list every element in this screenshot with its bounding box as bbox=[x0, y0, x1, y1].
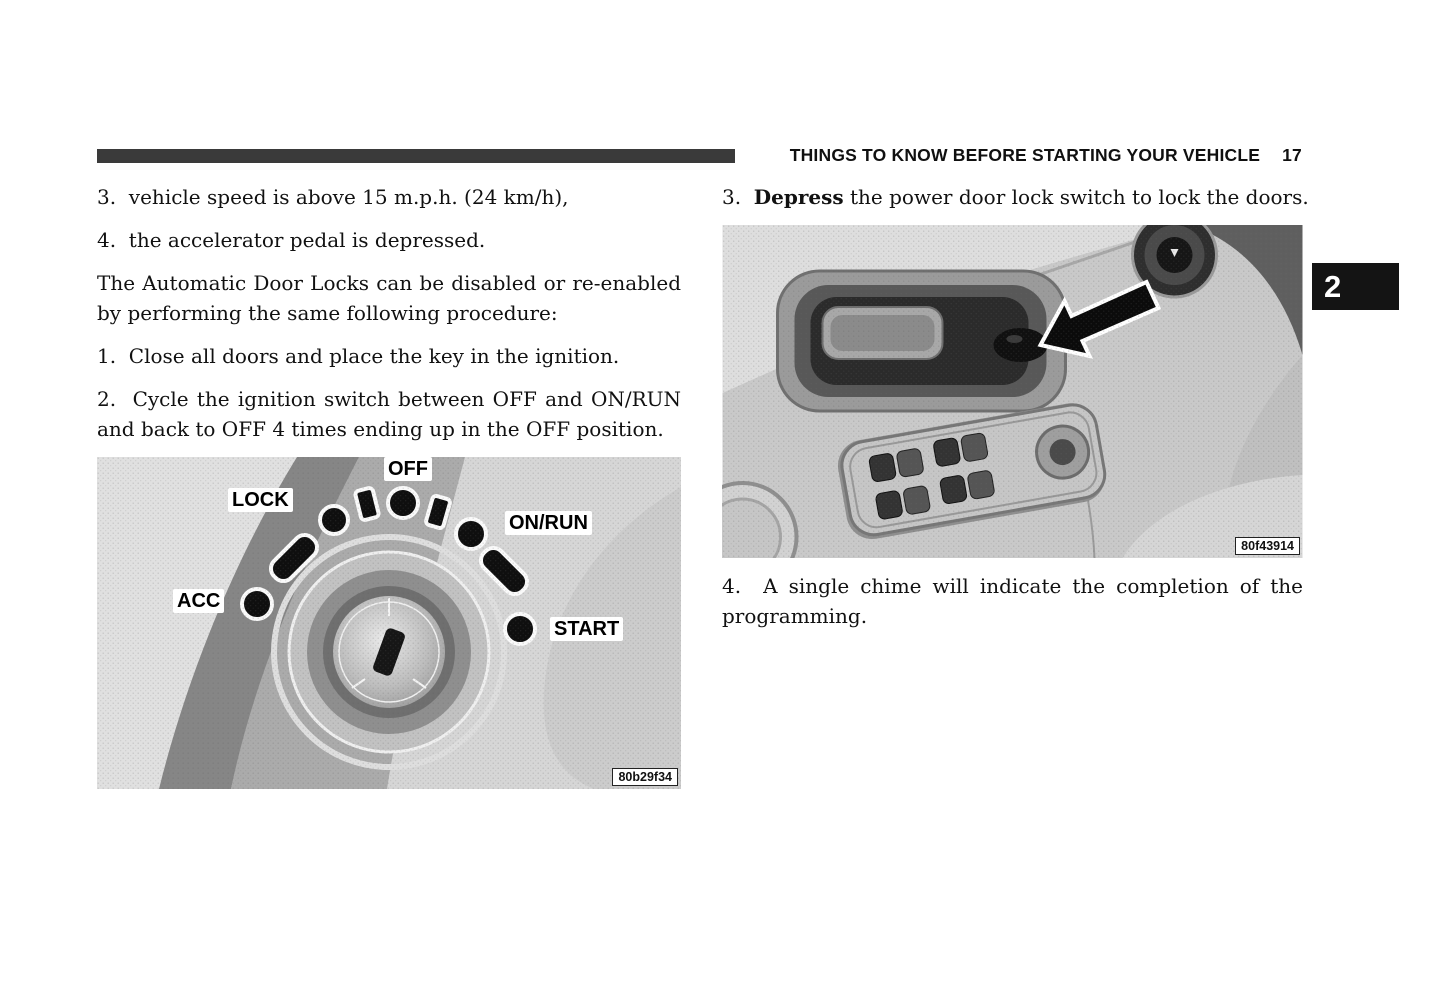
procedure-step-4: 4. A single chime will indicate the comp… bbox=[722, 574, 1303, 628]
list-item-3: 3. vehicle speed is above 15 m.p.h. (24 … bbox=[97, 185, 569, 209]
list-item-4: 4. the accelerator pedal is depressed. bbox=[97, 228, 486, 252]
label-lock: LOCK bbox=[228, 488, 293, 512]
page-header: THINGS TO KNOW BEFORE STARTING YOUR VEHI… bbox=[600, 145, 1302, 166]
left-column: 3. vehicle speed is above 15 m.p.h. (24 … bbox=[97, 182, 681, 789]
ignition-switch-figure: OFF LOCK ON/RUN ACC START 80b29f34 bbox=[97, 457, 681, 789]
step-3-text: the power door lock switch to lock the d… bbox=[843, 185, 1309, 209]
header-rule bbox=[97, 149, 735, 163]
figure-code: 80b29f34 bbox=[612, 768, 678, 786]
label-acc: ACC bbox=[173, 589, 225, 613]
figure-code: 80f43914 bbox=[1235, 537, 1300, 555]
section-tab: 2 bbox=[1312, 263, 1399, 310]
halftone-texture bbox=[722, 225, 1303, 558]
section-tab-number: 2 bbox=[1324, 268, 1342, 304]
procedure-step-2: 2. Cycle the ignition switch between OFF… bbox=[97, 387, 681, 441]
page-number: 17 bbox=[1282, 145, 1302, 165]
procedure-step-1: 1. Close all doors and place the key in … bbox=[97, 344, 620, 368]
right-column: 3. Depress the power door lock switch to… bbox=[722, 182, 1309, 644]
door-panel-illustration bbox=[722, 225, 1303, 558]
header-title: THINGS TO KNOW BEFORE STARTING YOUR VEHI… bbox=[789, 145, 1261, 165]
step-3-number: 3. bbox=[722, 185, 754, 209]
label-start: START bbox=[550, 617, 624, 641]
door-panel-figure: 80f43914 bbox=[722, 225, 1303, 558]
step-3-keyword: Depress bbox=[753, 185, 844, 209]
label-off: OFF bbox=[384, 457, 432, 481]
label-onrun: ON/RUN bbox=[505, 511, 592, 535]
intro-paragraph: The Automatic Door Locks can be disabled… bbox=[97, 271, 681, 325]
procedure-step-3: 3. Depress the power door lock switch to… bbox=[722, 182, 1309, 212]
